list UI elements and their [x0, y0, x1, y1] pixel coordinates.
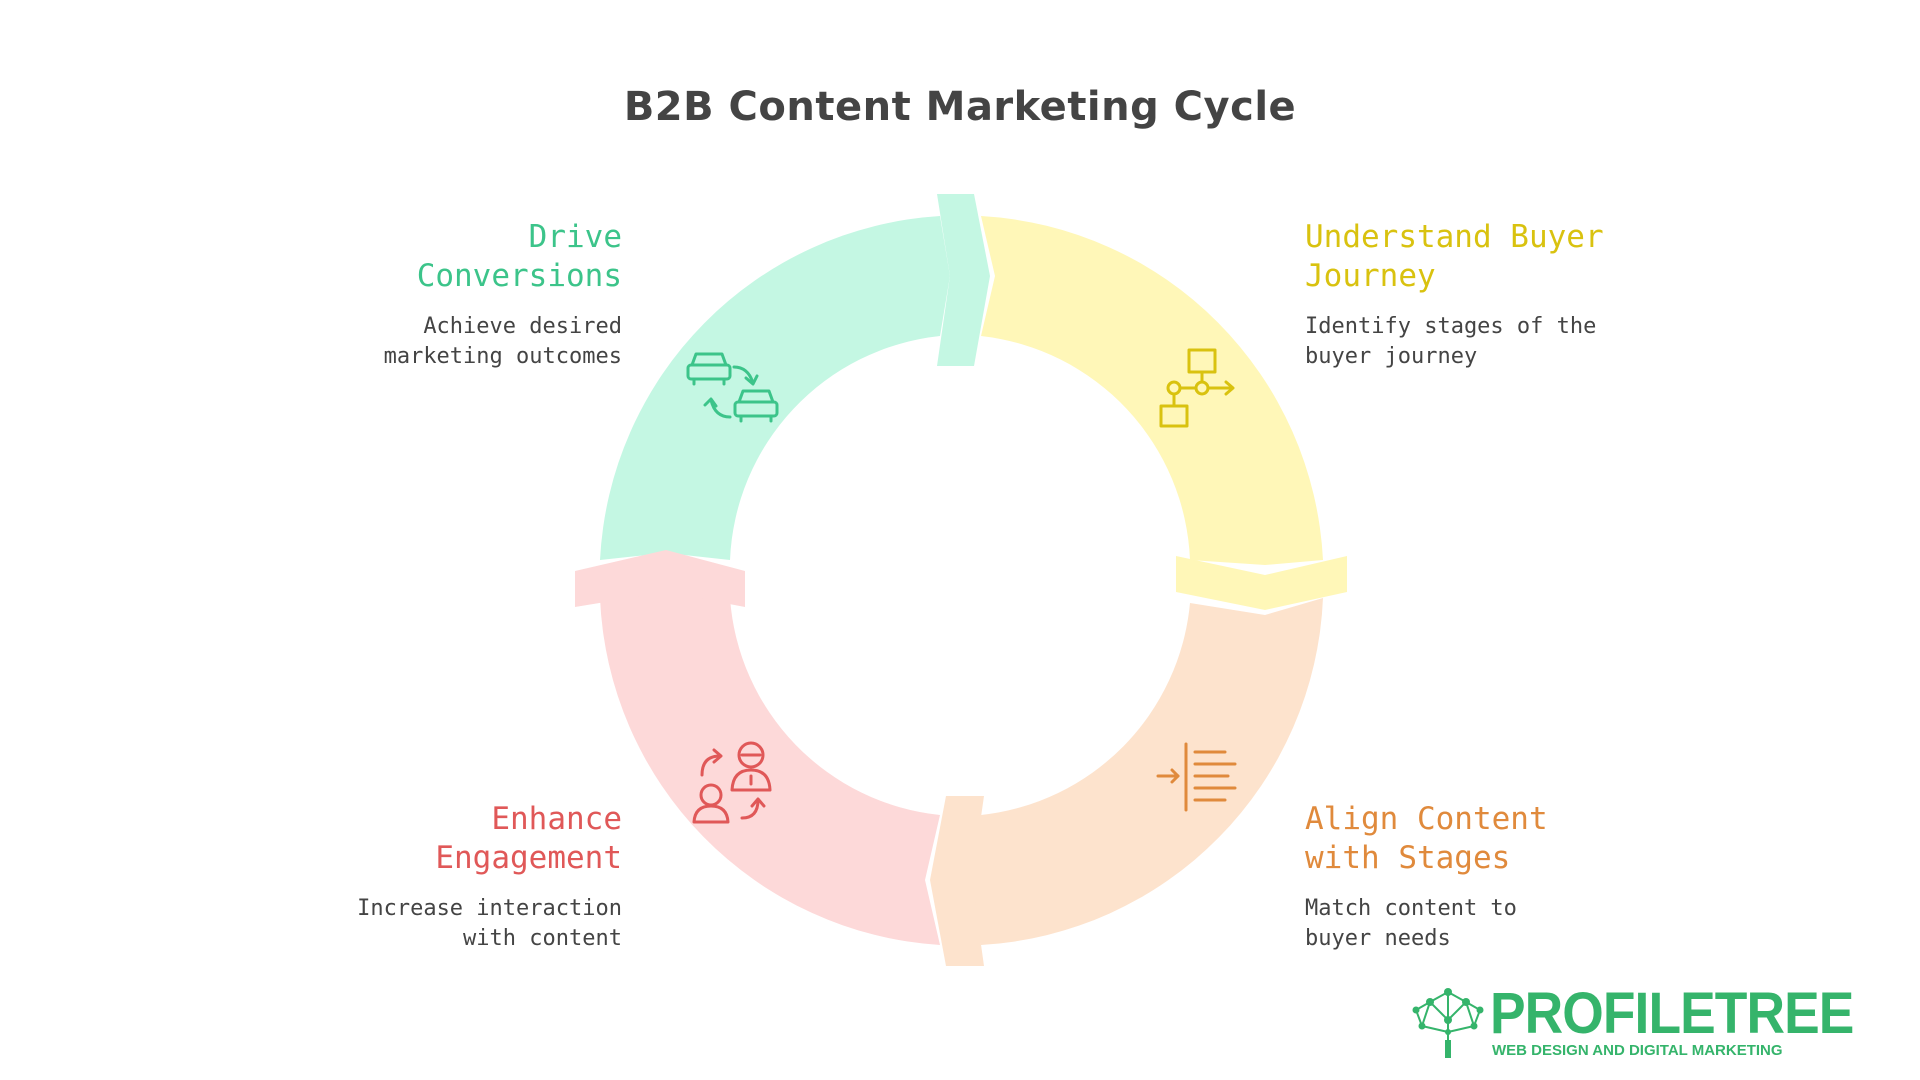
stage-desc-line: with content	[463, 926, 622, 951]
stage-title-line: Conversions	[416, 258, 622, 294]
stage-desc-enhance-engagement: Increase interaction with content	[302, 894, 622, 954]
connector-arrow-top	[937, 194, 990, 366]
stage-desc-line: Identify stages of the	[1305, 314, 1597, 339]
stage-desc-line: buyer journey	[1305, 344, 1478, 369]
stage-title-line: Enhance	[491, 801, 622, 837]
brand-name: PROFILETREE	[1490, 981, 1854, 1046]
cars-exchange-icon	[686, 352, 779, 423]
stage-title-enhance-engagement: Enhance Engagement	[302, 800, 622, 878]
flowchart-icon	[1159, 348, 1235, 428]
segment-enhance-engagement	[600, 590, 940, 945]
stage-desc-line: marketing outcomes	[383, 344, 622, 369]
stage-title-drive-conversions: Drive Conversions	[302, 218, 622, 296]
segment-drive-conversions	[600, 216, 950, 560]
tree-network-icon	[1412, 988, 1484, 1058]
diagram-title: B2B Content Marketing Cycle	[623, 84, 1297, 130]
stage-title-line: with Stages	[1305, 840, 1511, 876]
stage-title-line: Drive	[528, 219, 622, 255]
segment-align-content	[968, 598, 1323, 945]
stage-desc-line: buyer needs	[1305, 926, 1451, 951]
stage-title-line: Engagement	[435, 840, 622, 876]
people-exchange-icon	[692, 741, 772, 824]
stage-title-line: Journey	[1305, 258, 1436, 294]
stage-desc-line: Achieve desired	[423, 314, 622, 339]
stage-title-align-content: Align Content with Stages	[1305, 800, 1705, 878]
stage-title-understand-buyer-journey: Understand Buyer Journey	[1305, 218, 1705, 296]
segment-understand-buyer-journey	[981, 216, 1323, 565]
stage-desc-drive-conversions: Achieve desired marketing outcomes	[302, 312, 622, 372]
connector-arrow-left	[575, 550, 745, 607]
stage-desc-line: Match content to	[1305, 896, 1517, 921]
stage-desc-align-content: Match content to buyer needs	[1305, 894, 1705, 954]
connector-arrow-right	[1176, 556, 1347, 610]
align-lines-icon	[1156, 742, 1237, 812]
stage-desc-understand-buyer-journey: Identify stages of the buyer journey	[1305, 312, 1705, 372]
stage-desc-line: Increase interaction	[357, 896, 622, 921]
stage-title-line: Understand Buyer	[1305, 219, 1604, 255]
connector-arrow-bottom	[930, 796, 984, 966]
stage-title-line: Align Content	[1305, 801, 1548, 837]
brand-tagline: WEB DESIGN AND DIGITAL MARKETING	[1492, 1042, 1783, 1059]
